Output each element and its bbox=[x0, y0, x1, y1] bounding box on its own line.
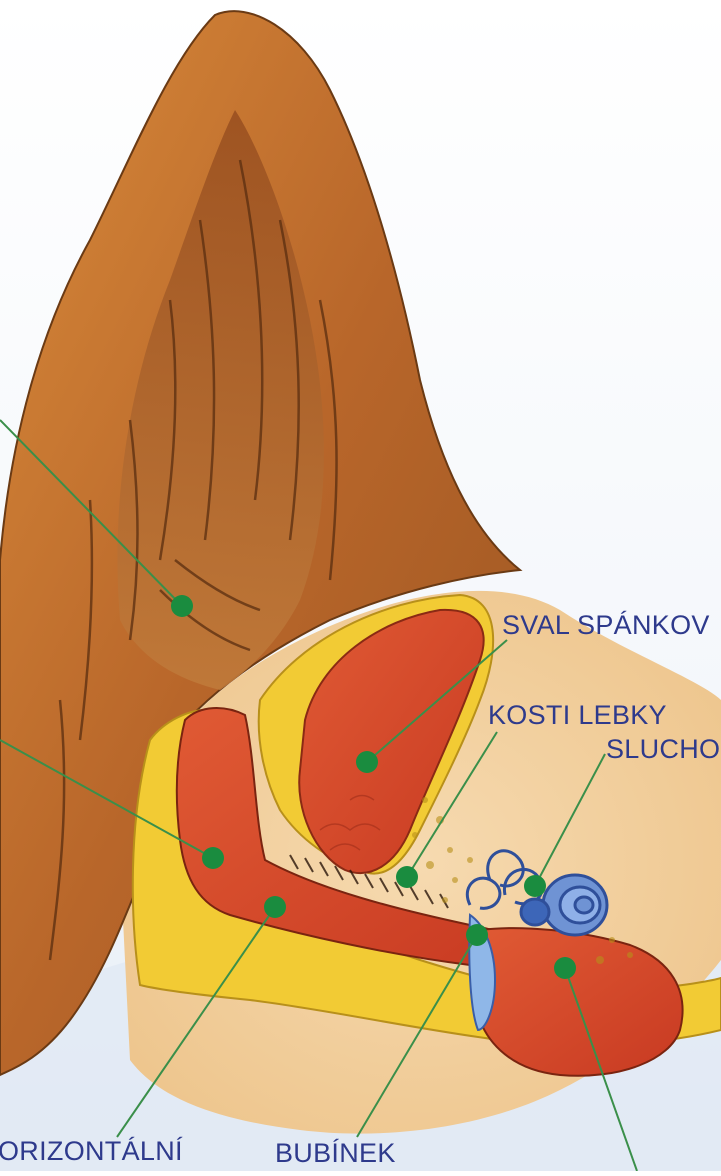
marker-skull-bones bbox=[396, 866, 418, 888]
marker-eardrum bbox=[466, 924, 488, 946]
marker-auditory bbox=[524, 875, 546, 897]
label-auditory: SLUCHO bbox=[606, 736, 720, 763]
label-horizontal: ORIZONTÁLNÍ bbox=[0, 1138, 183, 1165]
label-skull-bones: KOSTI LEBKY bbox=[488, 702, 667, 729]
marker-vertical-canal bbox=[202, 847, 224, 869]
label-temporal-muscle: SVAL SPÁNKOV bbox=[502, 612, 710, 639]
marker-horizontal-canal bbox=[264, 896, 286, 918]
label-eardrum: BUBÍNEK bbox=[275, 1140, 396, 1167]
marker-pinna bbox=[171, 595, 193, 617]
marker-bulla bbox=[554, 957, 576, 979]
marker-temporal-muscle bbox=[356, 751, 378, 773]
